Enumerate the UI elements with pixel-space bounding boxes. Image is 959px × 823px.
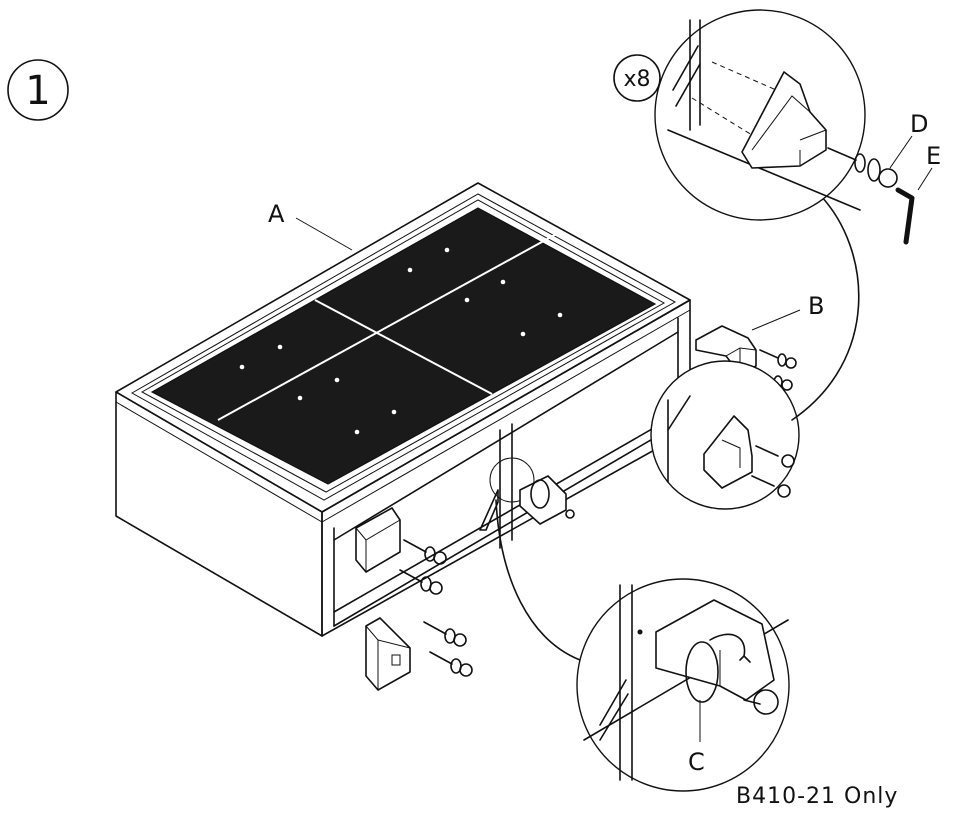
corner-bracket-loose: [365, 617, 411, 691]
svg-text:x8: x8: [623, 67, 650, 92]
screws-left: [399, 539, 473, 677]
corner-bracket-lower-left: [355, 507, 401, 573]
step-badge: 1: [7, 59, 69, 121]
svg-text:E: E: [926, 142, 941, 170]
svg-text:C: C: [688, 748, 705, 776]
hex-key-e: E: [895, 142, 941, 245]
detail-circle-mid: [650, 360, 800, 510]
model-note: B410-21 Only: [736, 784, 898, 809]
center-leveler: [489, 457, 575, 525]
step-number: 1: [25, 68, 50, 114]
step-circle: [7, 59, 69, 121]
svg-text:D: D: [910, 110, 928, 138]
callout-c: C: [688, 700, 705, 776]
detail-circle-top: [654, 9, 898, 221]
detail-circle-bottom: [576, 578, 790, 792]
callout-b: B: [751, 292, 824, 331]
svg-text:A: A: [268, 200, 285, 228]
panel-holes: [239, 247, 563, 435]
bolt-d: [827, 147, 898, 188]
callout-d: D: [889, 110, 928, 169]
svg-text:B: B: [808, 292, 824, 320]
multiplier-badge: x8: [613, 54, 661, 102]
corner-bracket-b: [695, 325, 757, 375]
callout-a: A: [268, 200, 353, 251]
cabinet-frame-a: [115, 182, 691, 637]
